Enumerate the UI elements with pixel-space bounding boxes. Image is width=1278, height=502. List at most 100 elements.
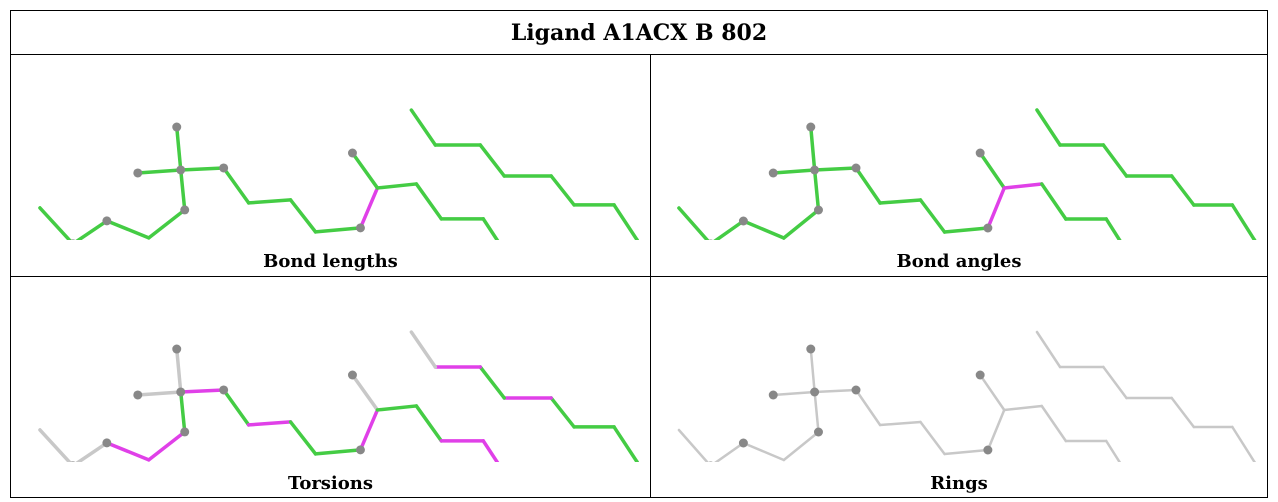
- figure-title: Ligand A1ACX B 802: [11, 11, 1267, 55]
- bond-p-r: [1002, 404, 1044, 412]
- atom-q: [347, 370, 357, 380]
- bond-ae-af: [409, 108, 438, 147]
- bond-h-i: [174, 347, 183, 394]
- bond-p-q: [978, 373, 1006, 412]
- bond-aa-ab: [549, 174, 576, 207]
- bond-f-g: [782, 430, 820, 462]
- bond-h-k: [178, 166, 226, 172]
- atom-c: [70, 461, 76, 462]
- panel-rings: Rings: [651, 277, 1267, 498]
- bond-f-g: [147, 208, 187, 240]
- bond-f-g: [782, 208, 821, 240]
- atom-j: [133, 390, 143, 400]
- caption-torsions: Torsions: [287, 473, 374, 494]
- bond-e-f: [105, 441, 151, 462]
- bond-ac-ad: [1102, 365, 1128, 400]
- caption-bond-angles: Bond angles: [896, 251, 1022, 272]
- atom-h: [176, 165, 186, 175]
- bond-e-f: [741, 219, 786, 240]
- caption-rings: Rings: [930, 473, 988, 494]
- bond-ae-af: [1035, 330, 1062, 369]
- bond-n-o: [943, 448, 990, 456]
- bond-t-u: [481, 439, 500, 462]
- atom-o: [355, 445, 365, 455]
- bond-h-j: [136, 390, 183, 397]
- bond-k-l: [221, 388, 251, 427]
- bond-h-i: [174, 125, 183, 172]
- bond-e-f: [105, 219, 151, 240]
- bond-l-m: [246, 198, 293, 205]
- bond-m-n: [288, 420, 318, 456]
- bond-r-s: [1040, 404, 1068, 443]
- bond-h-i: [809, 347, 816, 394]
- panel-grid: Bond lengths Bond angles Torsions Rings: [11, 55, 1267, 498]
- bond-p-q: [978, 151, 1006, 190]
- figure-frame: Ligand A1ACX B 802 Bond lengths Bond ang…: [10, 10, 1268, 498]
- molecule-torsions: [38, 330, 639, 462]
- atom-k: [219, 385, 229, 395]
- atom-j: [133, 168, 143, 178]
- bond-h-k: [812, 166, 858, 172]
- atom-i: [172, 344, 182, 354]
- bond-h-j: [771, 168, 817, 175]
- atom-i: [806, 344, 816, 354]
- atom-e: [738, 438, 748, 448]
- atom-k: [851, 163, 861, 173]
- bond-p-r: [375, 404, 419, 412]
- atom-g: [180, 205, 190, 215]
- bond-aa-ab: [1169, 174, 1196, 207]
- atom-e: [738, 216, 748, 226]
- molecule-bond-angles: [677, 108, 1257, 240]
- bond-h-i: [809, 125, 817, 172]
- bond-k-l: [854, 166, 882, 205]
- bond-t-u: [1104, 217, 1122, 240]
- bond-k-l: [221, 166, 251, 205]
- bond-ac-ad: [1101, 143, 1129, 178]
- atom-e: [102, 216, 112, 226]
- atom-g: [180, 427, 190, 437]
- bond-m-n: [918, 198, 947, 234]
- bond-l-m: [878, 198, 923, 205]
- bond-l-m: [246, 420, 293, 427]
- bond-r-s: [414, 182, 444, 221]
- bond-c-e: [75, 441, 109, 462]
- bond-o-p: [358, 186, 380, 230]
- bond-g-h: [812, 168, 821, 212]
- bond-y-z: [612, 203, 639, 240]
- atom-c: [708, 461, 713, 462]
- bond-r-s: [1040, 182, 1068, 221]
- bond-ac-ad: [478, 365, 506, 400]
- bond-h-j: [771, 390, 816, 397]
- bond-n-o: [313, 226, 363, 234]
- bond-b-c: [38, 206, 72, 240]
- bond-n-o: [942, 226, 990, 234]
- bond-y-z: [612, 425, 639, 462]
- bond-c-e: [75, 219, 109, 240]
- caption-bond-lengths: Bond lengths: [263, 251, 398, 272]
- atom-c: [708, 239, 713, 240]
- bond-p-q: [350, 151, 380, 190]
- bond-aa-ab: [1170, 396, 1196, 429]
- molecule-bond-lengths: [38, 108, 639, 240]
- bond-k-l: [854, 388, 882, 427]
- bond-y-z: [1231, 425, 1256, 462]
- panel-bond-lengths: Bond lengths: [11, 55, 651, 277]
- bond-n-o: [313, 448, 363, 456]
- atom-c: [70, 239, 76, 240]
- atom-o: [983, 445, 993, 455]
- atom-h: [176, 387, 186, 397]
- bond-o-p: [986, 408, 1006, 452]
- molecule-rings: [677, 330, 1256, 462]
- bond-f-g: [147, 430, 187, 462]
- bond-aa-ab: [549, 396, 576, 429]
- bond-g-h: [813, 390, 820, 434]
- atom-k: [219, 163, 229, 173]
- panel-bond-angles: Bond angles: [651, 55, 1267, 277]
- bond-o-p: [986, 186, 1006, 230]
- bond-m-n: [288, 198, 318, 234]
- bond-g-h: [178, 390, 187, 434]
- atom-g: [813, 427, 823, 437]
- bond-ae-af: [409, 330, 438, 369]
- atom-q: [347, 148, 357, 158]
- atom-e: [102, 438, 112, 448]
